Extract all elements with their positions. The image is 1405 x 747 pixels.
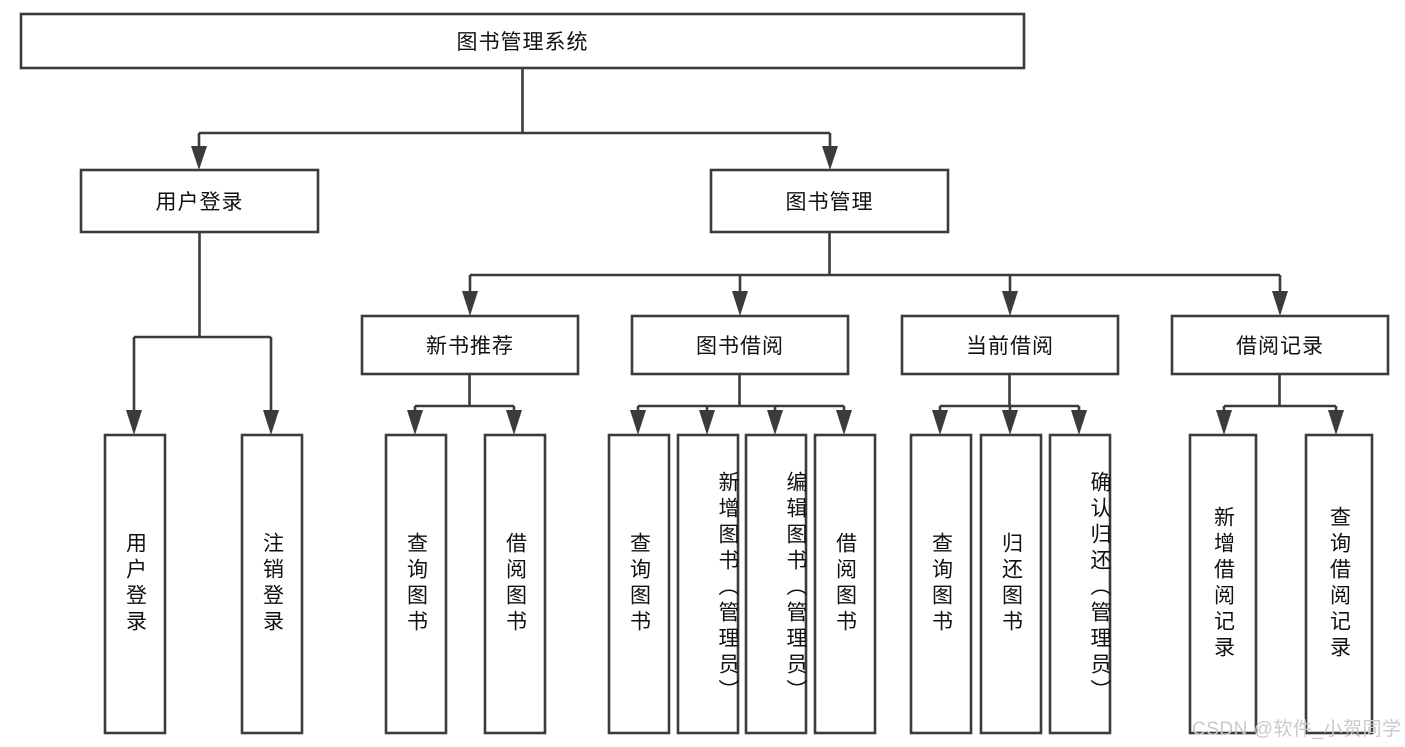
arrow-icon-nbr-leaf-1 xyxy=(407,410,423,435)
arrow-icon-bb-leaf-3 xyxy=(767,410,783,435)
arrow-icon-bb-leaf-2 xyxy=(699,410,715,435)
leaf-box-logout[interactable] xyxy=(240,433,304,735)
leaf-box-br-query[interactable] xyxy=(1304,433,1374,735)
leaf-box-bb-edit[interactable] xyxy=(744,433,808,735)
leaf-box-bb-add[interactable] xyxy=(676,433,740,735)
arrow-icon-cb-leaf-2 xyxy=(1002,410,1018,435)
arrow-icon-root-to-book-manage xyxy=(822,146,838,170)
arrow-icon-to-new-book-rec xyxy=(462,291,478,316)
node-box-root[interactable] xyxy=(19,12,1026,70)
arrow-icon-br-leaf-1 xyxy=(1216,410,1232,435)
node-box-borrow-record[interactable] xyxy=(1170,314,1390,376)
arrow-icon-cb-leaf-1 xyxy=(932,410,948,435)
leaf-box-cb-query[interactable] xyxy=(909,433,973,735)
arrow-icon-to-leaf-user-login xyxy=(126,410,142,435)
leaf-box-cb-return[interactable] xyxy=(979,433,1043,735)
node-box-new-book-rec[interactable] xyxy=(360,314,580,376)
arrow-icon-bb-leaf-4 xyxy=(836,410,852,435)
leaf-box-user-login[interactable] xyxy=(103,433,167,735)
leaf-box-nbr-query[interactable] xyxy=(384,433,448,735)
leaf-box-bb-borrow[interactable] xyxy=(813,433,877,735)
node-box-book-manage[interactable] xyxy=(709,168,950,234)
arrow-icon-to-current-borrow xyxy=(1002,291,1018,316)
leaf-box-cb-confirm[interactable] xyxy=(1048,433,1112,735)
arrow-icon-to-book-borrow xyxy=(732,291,748,316)
arrow-icon-bb-leaf-1 xyxy=(630,410,646,435)
node-box-user-login[interactable] xyxy=(79,168,320,234)
arrow-icon-nbr-leaf-2 xyxy=(506,410,522,435)
watermark-text: CSDN @软件_小贺同学 xyxy=(1192,719,1402,740)
arrow-icon-to-borrow-record xyxy=(1272,291,1288,316)
node-box-book-borrow[interactable] xyxy=(630,314,850,376)
arrow-icon-br-leaf-2 xyxy=(1328,410,1344,435)
node-box-current-borrow[interactable] xyxy=(900,314,1120,376)
arrow-icon-root-to-user-login xyxy=(191,146,207,170)
arrow-icon-cb-leaf-3 xyxy=(1071,410,1087,435)
arrow-icon-to-leaf-logout xyxy=(263,410,279,435)
leaf-box-bb-query[interactable] xyxy=(607,433,671,735)
leaf-box-br-add[interactable] xyxy=(1188,433,1258,735)
leaf-box-nbr-borrow[interactable] xyxy=(483,433,547,735)
